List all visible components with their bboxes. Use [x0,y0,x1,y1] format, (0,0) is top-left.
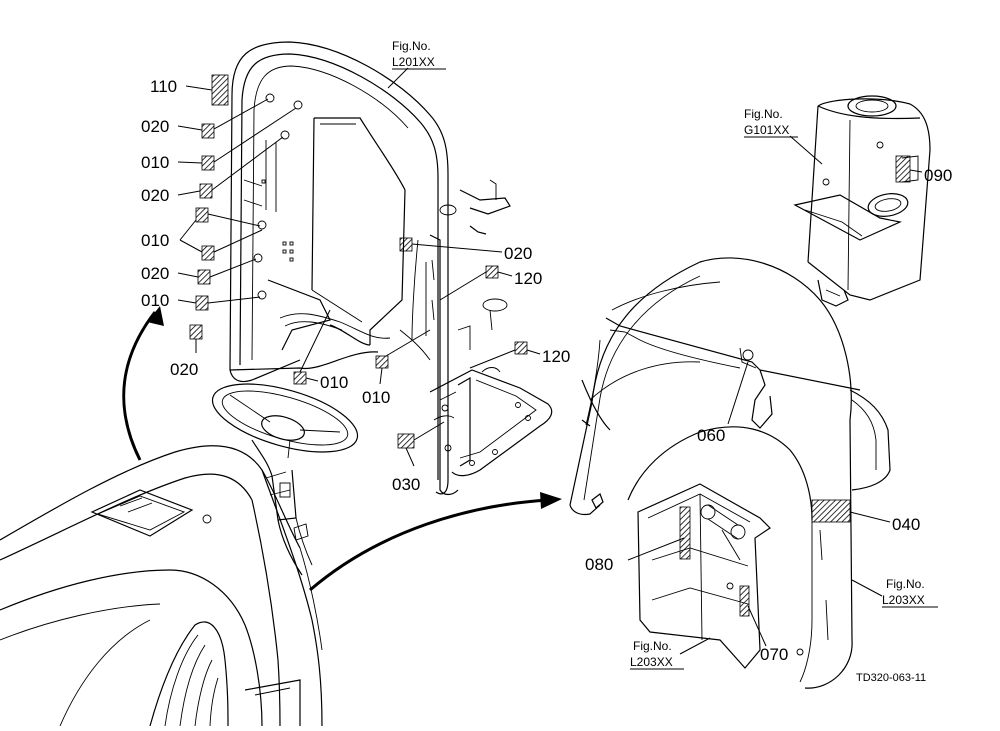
decal-010-f [375,355,389,369]
callout-080: 080 [585,555,613,574]
fig-ref-label: Fig.No. [744,107,783,121]
decal-040 [811,499,851,523]
assembly-arrows [122,306,562,592]
callout-010: 010 [320,373,348,392]
leader-lines [177,67,923,655]
callout-060: 060 [697,426,725,445]
callout-020: 020 [170,360,198,379]
decal-010-d [195,295,209,311]
callout-040: 040 [892,515,920,534]
decal-020-b [199,183,213,199]
rear-panel-drawing [229,41,553,496]
fig-ref-label: Fig.No. [633,639,672,653]
callout-110: 110 [150,77,177,96]
callout-010: 010 [141,153,169,172]
tractor-body-drawing [0,383,359,727]
fig-ref-number: L203XX [882,593,925,607]
decal-020-c [197,269,211,285]
decal-020-e [399,237,413,252]
decal-120-b [514,341,528,355]
callout-120: 120 [514,269,542,288]
callout-020: 020 [141,186,169,205]
callout-120: 120 [542,347,570,366]
callout-070: 070 [760,645,788,664]
callout-090: 090 [924,166,952,185]
decal-080 [679,506,691,560]
decal-110 [211,74,229,106]
decal-090 [895,155,911,183]
fig-ref-number: G101XX [744,123,789,137]
fuel-tank-drawing [793,95,931,307]
callout-020: 020 [141,264,169,283]
decal-markers [189,74,911,617]
fig-ref-label: Fig.No. [886,577,925,591]
diagram-code: TD320-063-11 [856,672,926,684]
fig-ref-label: Fig.No. [392,39,431,53]
decal-010-a [201,155,215,171]
decal-010-e [293,371,307,385]
figure-references: Fig.No. L201XX Fig.No. G101XX Fig.No. L2… [392,39,938,670]
callout-020: 020 [141,117,169,136]
callout-020: 020 [504,244,532,263]
callout-010: 010 [362,388,390,407]
callout-010: 010 [141,291,169,310]
callout-030: 030 [392,475,420,494]
callout-labels: 110 020 010 020 010 020 010 020 020 120 … [141,77,952,664]
fig-ref-number: L201XX [392,55,435,69]
hood-shell-drawing [569,257,891,689]
fig-ref-number: L203XX [630,655,673,669]
decal-010-b [195,207,209,223]
decal-070 [739,585,750,617]
decal-020-d [189,324,203,340]
callout-010: 010 [141,231,169,250]
decal-010-c [201,245,215,261]
decal-020-a [201,123,215,139]
decal-120-a [485,265,499,279]
decal-030 [397,433,415,449]
